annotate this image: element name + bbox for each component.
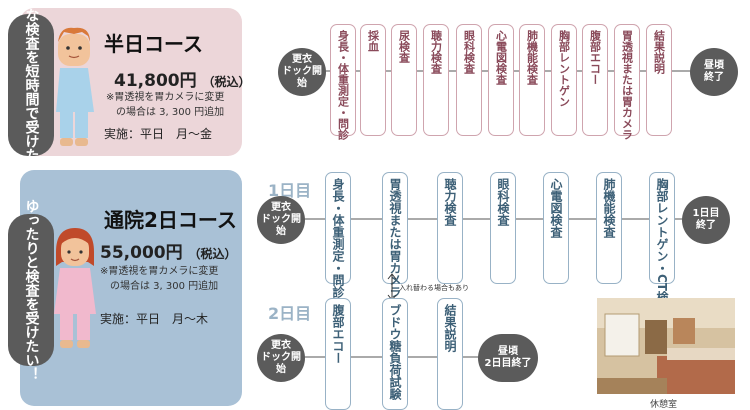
- two-day-note: ※胃透視を胃カメラに変更 の場合は 3, 300 円追加: [100, 264, 218, 294]
- flow-step-box: 尿検査: [391, 24, 417, 136]
- photo-caption: 休憩室: [650, 400, 678, 410]
- bubble-line: 必要な検査を: [23, 0, 40, 64]
- start-line: 更衣: [271, 340, 291, 351]
- half-day-price: 41,800円 （税込）: [114, 66, 251, 91]
- flow-step-box: 結果説明: [437, 298, 463, 410]
- patient-girl-illustration: [54, 228, 96, 348]
- flow-step-label: 眼科検査: [462, 30, 476, 74]
- flow-step-label: 心電図検査: [549, 178, 563, 238]
- flow-step-box: 眼科検査: [490, 172, 516, 284]
- day2-end-circle: 昼頃 2日目終了: [478, 334, 538, 382]
- flow-step-box: 腹部エコー: [325, 298, 351, 410]
- half-day-speech-bubble: 必要な検査を 短時間で受けたい！: [8, 0, 54, 190]
- price-value: 41,800円: [114, 71, 197, 91]
- two-day-speech-bubble: ゆったりと検査を 受けたい！: [8, 199, 54, 381]
- note-line: ※胃透視を胃カメラに変更: [100, 266, 219, 277]
- flow-step-label: 眼科検査: [496, 178, 510, 226]
- flow-step-label: 腹部エコー: [588, 30, 602, 85]
- flow-step-box: 胸部レントゲン・CT検査: [649, 172, 675, 315]
- half-day-end-circle: 昼頃 終了: [690, 48, 738, 96]
- patient-boy-illustration: [56, 27, 94, 146]
- tax-label: （税込）: [188, 247, 237, 261]
- day-label-text: 1日目: [268, 181, 312, 200]
- flow-step-label: 聴力検査: [429, 30, 443, 74]
- start-line: 更衣: [271, 202, 291, 213]
- flow-step-label: 心電図検査: [494, 30, 508, 85]
- start-line: ドック開始: [261, 214, 301, 237]
- half-day-start-circle: 更衣 ドック開始: [278, 48, 326, 96]
- end-line: 1日目: [692, 208, 720, 219]
- half-day-course-card: [20, 8, 242, 156]
- flow-step-label: 聴力検査: [443, 178, 457, 226]
- day2-start-circle: 更衣 ドック開始: [257, 334, 305, 382]
- half-day-course-title: 半日コース: [104, 32, 203, 56]
- start-line: 更衣: [292, 54, 312, 65]
- flow-step-box: 聴力検査: [437, 172, 463, 284]
- flow-step-label: 採血: [366, 30, 380, 52]
- two-day-price: 55,000円 （税込）: [100, 238, 237, 263]
- day1-start-circle: 更衣 ドック開始: [257, 196, 305, 244]
- flow-step-label: 身長・体重測定・問診: [331, 178, 345, 298]
- half-day-note: ※胃透視を胃カメラに変更 の場合は 3, 300 円追加: [106, 90, 224, 120]
- flow-step-box: 心電図検査: [488, 24, 514, 136]
- flow-step-label: 腹部エコー: [331, 304, 345, 364]
- flow-step-box: 胃透視または胃カメラ: [614, 24, 640, 140]
- flow-step-label: 肺機能検査: [525, 30, 539, 85]
- day1-label: 1日目: [268, 177, 311, 201]
- end-line: 終了: [696, 220, 716, 231]
- flow-step-label: 肺機能検査: [602, 178, 616, 238]
- flow-step-box: 採血: [360, 24, 386, 136]
- flow-step-box: 胸部レントゲン: [551, 24, 577, 136]
- swap-note: 入れ替わる場合もあり: [399, 284, 469, 292]
- flow-step-box: 心電図検査: [543, 172, 569, 284]
- day2-label: 2日目: [268, 300, 311, 324]
- note-line: の場合は 3, 300 円追加: [116, 107, 225, 118]
- flow-step-box: 胃透視または胃カメラ: [382, 172, 408, 298]
- flow-step-box: 肺機能検査: [596, 172, 622, 284]
- end-line: 終了: [704, 72, 724, 83]
- flow-step-label: 結果説明: [652, 30, 666, 74]
- flow-step-box: 身長・体重測定・問診: [325, 172, 351, 298]
- bubble-line: ゆったりと検査を: [23, 199, 40, 311]
- half-day-schedule: 実施：平日 月～金: [104, 127, 213, 141]
- flow-step-label: 尿検査: [397, 30, 411, 63]
- start-line: ドック開始: [261, 352, 301, 375]
- flow-step-label: 胃透視または胃カメラ: [388, 178, 402, 298]
- flow-step-label: 結果説明: [443, 304, 457, 352]
- note-line: ※胃透視を胃カメラに変更: [106, 92, 225, 103]
- two-day-schedule: 実施：平日 月～木: [100, 312, 209, 326]
- flow-step-label: 胸部レントゲン・CT検査: [655, 178, 669, 315]
- note-line: の場合は 3, 300 円追加: [110, 281, 219, 292]
- flow-step-box: ブドウ糖負荷試験: [382, 298, 408, 410]
- flow-step-label: 胸部レントゲン: [557, 30, 571, 107]
- two-day-course-card: [20, 170, 242, 406]
- start-line: ドック開始: [282, 66, 322, 89]
- two-day-course-title: 通院2日コース: [104, 208, 237, 232]
- flow-step-box: 聴力検査: [423, 24, 449, 136]
- flow-step-label: 身長・体重測定・問診: [336, 30, 350, 140]
- flow-step-box: 腹部エコー: [582, 24, 608, 136]
- flow-step-box: 肺機能検査: [519, 24, 545, 136]
- bubble-line: 短時間で受けたい！: [23, 64, 40, 190]
- flow-step-box: 身長・体重測定・問診: [330, 24, 356, 140]
- end-line: 昼頃: [704, 60, 724, 71]
- tax-label: （税込）: [202, 75, 251, 89]
- day-label-text: 2日目: [268, 304, 312, 323]
- flow-step-box: 眼科検査: [456, 24, 482, 136]
- flow-step-label: ブドウ糖負荷試験: [388, 304, 402, 400]
- flow-step-box: 結果説明: [646, 24, 672, 136]
- rest-room-photo: [597, 298, 735, 394]
- day1-end-circle: 1日目 終了: [682, 196, 730, 244]
- end-line: 2日目終了: [484, 358, 532, 369]
- end-line: 昼頃: [498, 346, 518, 357]
- bubble-line: 受けたい！: [23, 311, 40, 381]
- flow-step-label: 胃透視または胃カメラ: [620, 30, 634, 140]
- price-value: 55,000円: [100, 243, 183, 263]
